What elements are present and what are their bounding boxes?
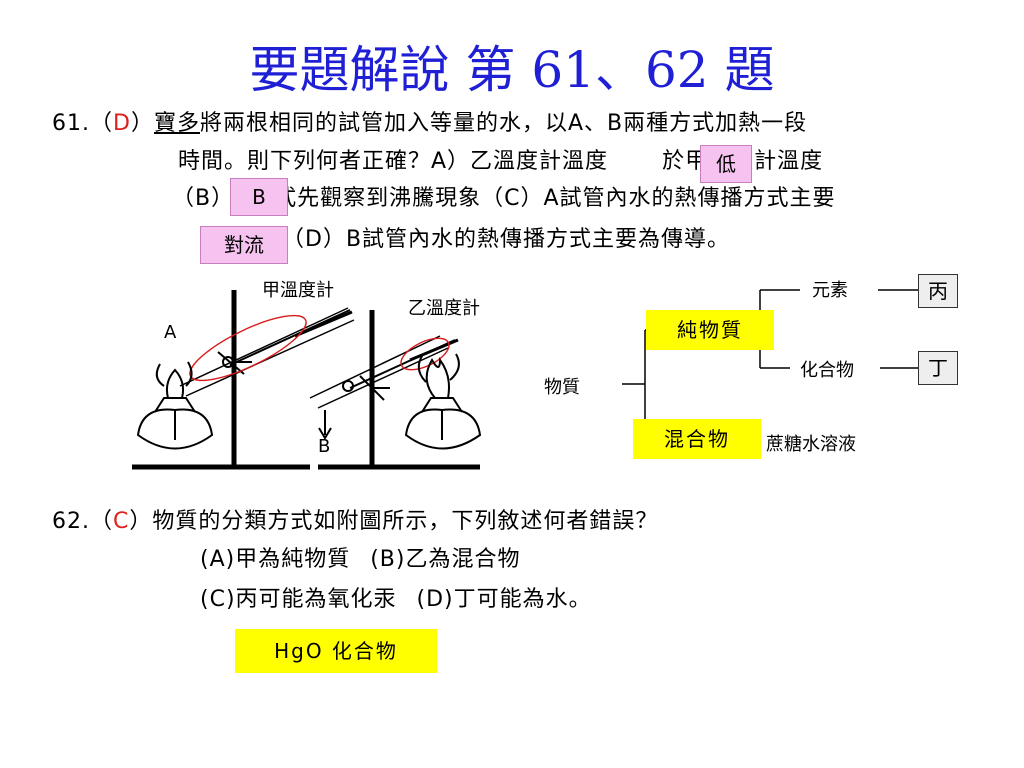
- q61-line-4: （D）B試管內水的熱傳播方式主要為傳導。: [282, 227, 731, 252]
- q62-options-ab: (A)甲為純物質 (B)乙為混合物: [200, 544, 520, 576]
- method-a-label: A: [164, 322, 177, 343]
- q62-options-cd: (C)丙可能為氧化汞 (D)丁可能為水。: [200, 584, 592, 616]
- classification-element: 元素: [812, 280, 848, 301]
- classification-root: 物質: [544, 377, 580, 398]
- q61-line-1: 61.（D）寶多將兩根相同的試管加入等量的水，以A、B兩種方式加熱一段: [52, 108, 807, 140]
- thermometer-b-label: 乙溫度計: [408, 298, 480, 319]
- q62-option-d: (D)丁可能為水。: [416, 587, 592, 612]
- q62-note: HgO 化合物: [235, 629, 437, 673]
- classification-mixture: 混合物: [633, 419, 761, 459]
- answer-tag-convection: 對流: [200, 226, 288, 264]
- page-title: 要題解說 第 61、62 題: [249, 41, 775, 99]
- q61-subject: 寶多: [153, 111, 200, 136]
- q61-close: ）: [130, 111, 154, 136]
- q61-number: 61.（: [52, 111, 113, 136]
- method-b-label: B: [318, 436, 330, 457]
- heating-apparatus-diagram: 甲溫度計 乙溫度計 A B: [132, 280, 482, 470]
- q61-answer: D: [113, 111, 131, 136]
- box-bing: 丙: [918, 274, 958, 308]
- answer-tag-low: 低: [700, 145, 752, 183]
- q62-option-a: (A)甲為純物質: [200, 547, 351, 572]
- q62-number: 62.（: [52, 509, 113, 534]
- q62-option-b: (B)乙為混合物: [370, 547, 521, 572]
- q61-line-3: （B）式先觀察到沸騰現象（C）A試管內水的熱傳播方式主要: [172, 186, 836, 211]
- q62-answer: C: [113, 509, 130, 534]
- box-ding: 丁: [918, 351, 958, 385]
- classification-pure-substance: 純物質: [646, 310, 774, 350]
- q61-line1-rest: 將兩根相同的試管加入等量的水，以A、B兩種方式加熱一段: [199, 111, 808, 136]
- q62-option-c: (C)丙可能為氧化汞: [200, 587, 397, 612]
- thermometer-a-label: 甲溫度計: [262, 280, 334, 301]
- q62-line-1: 62.（C）物質的分類方式如附圖所示，下列敘述何者錯誤？: [52, 509, 659, 534]
- answer-tag-b: B: [230, 178, 288, 216]
- classification-compound: 化合物: [800, 360, 854, 381]
- mixture-example: 蔗糖水溶液: [766, 434, 856, 455]
